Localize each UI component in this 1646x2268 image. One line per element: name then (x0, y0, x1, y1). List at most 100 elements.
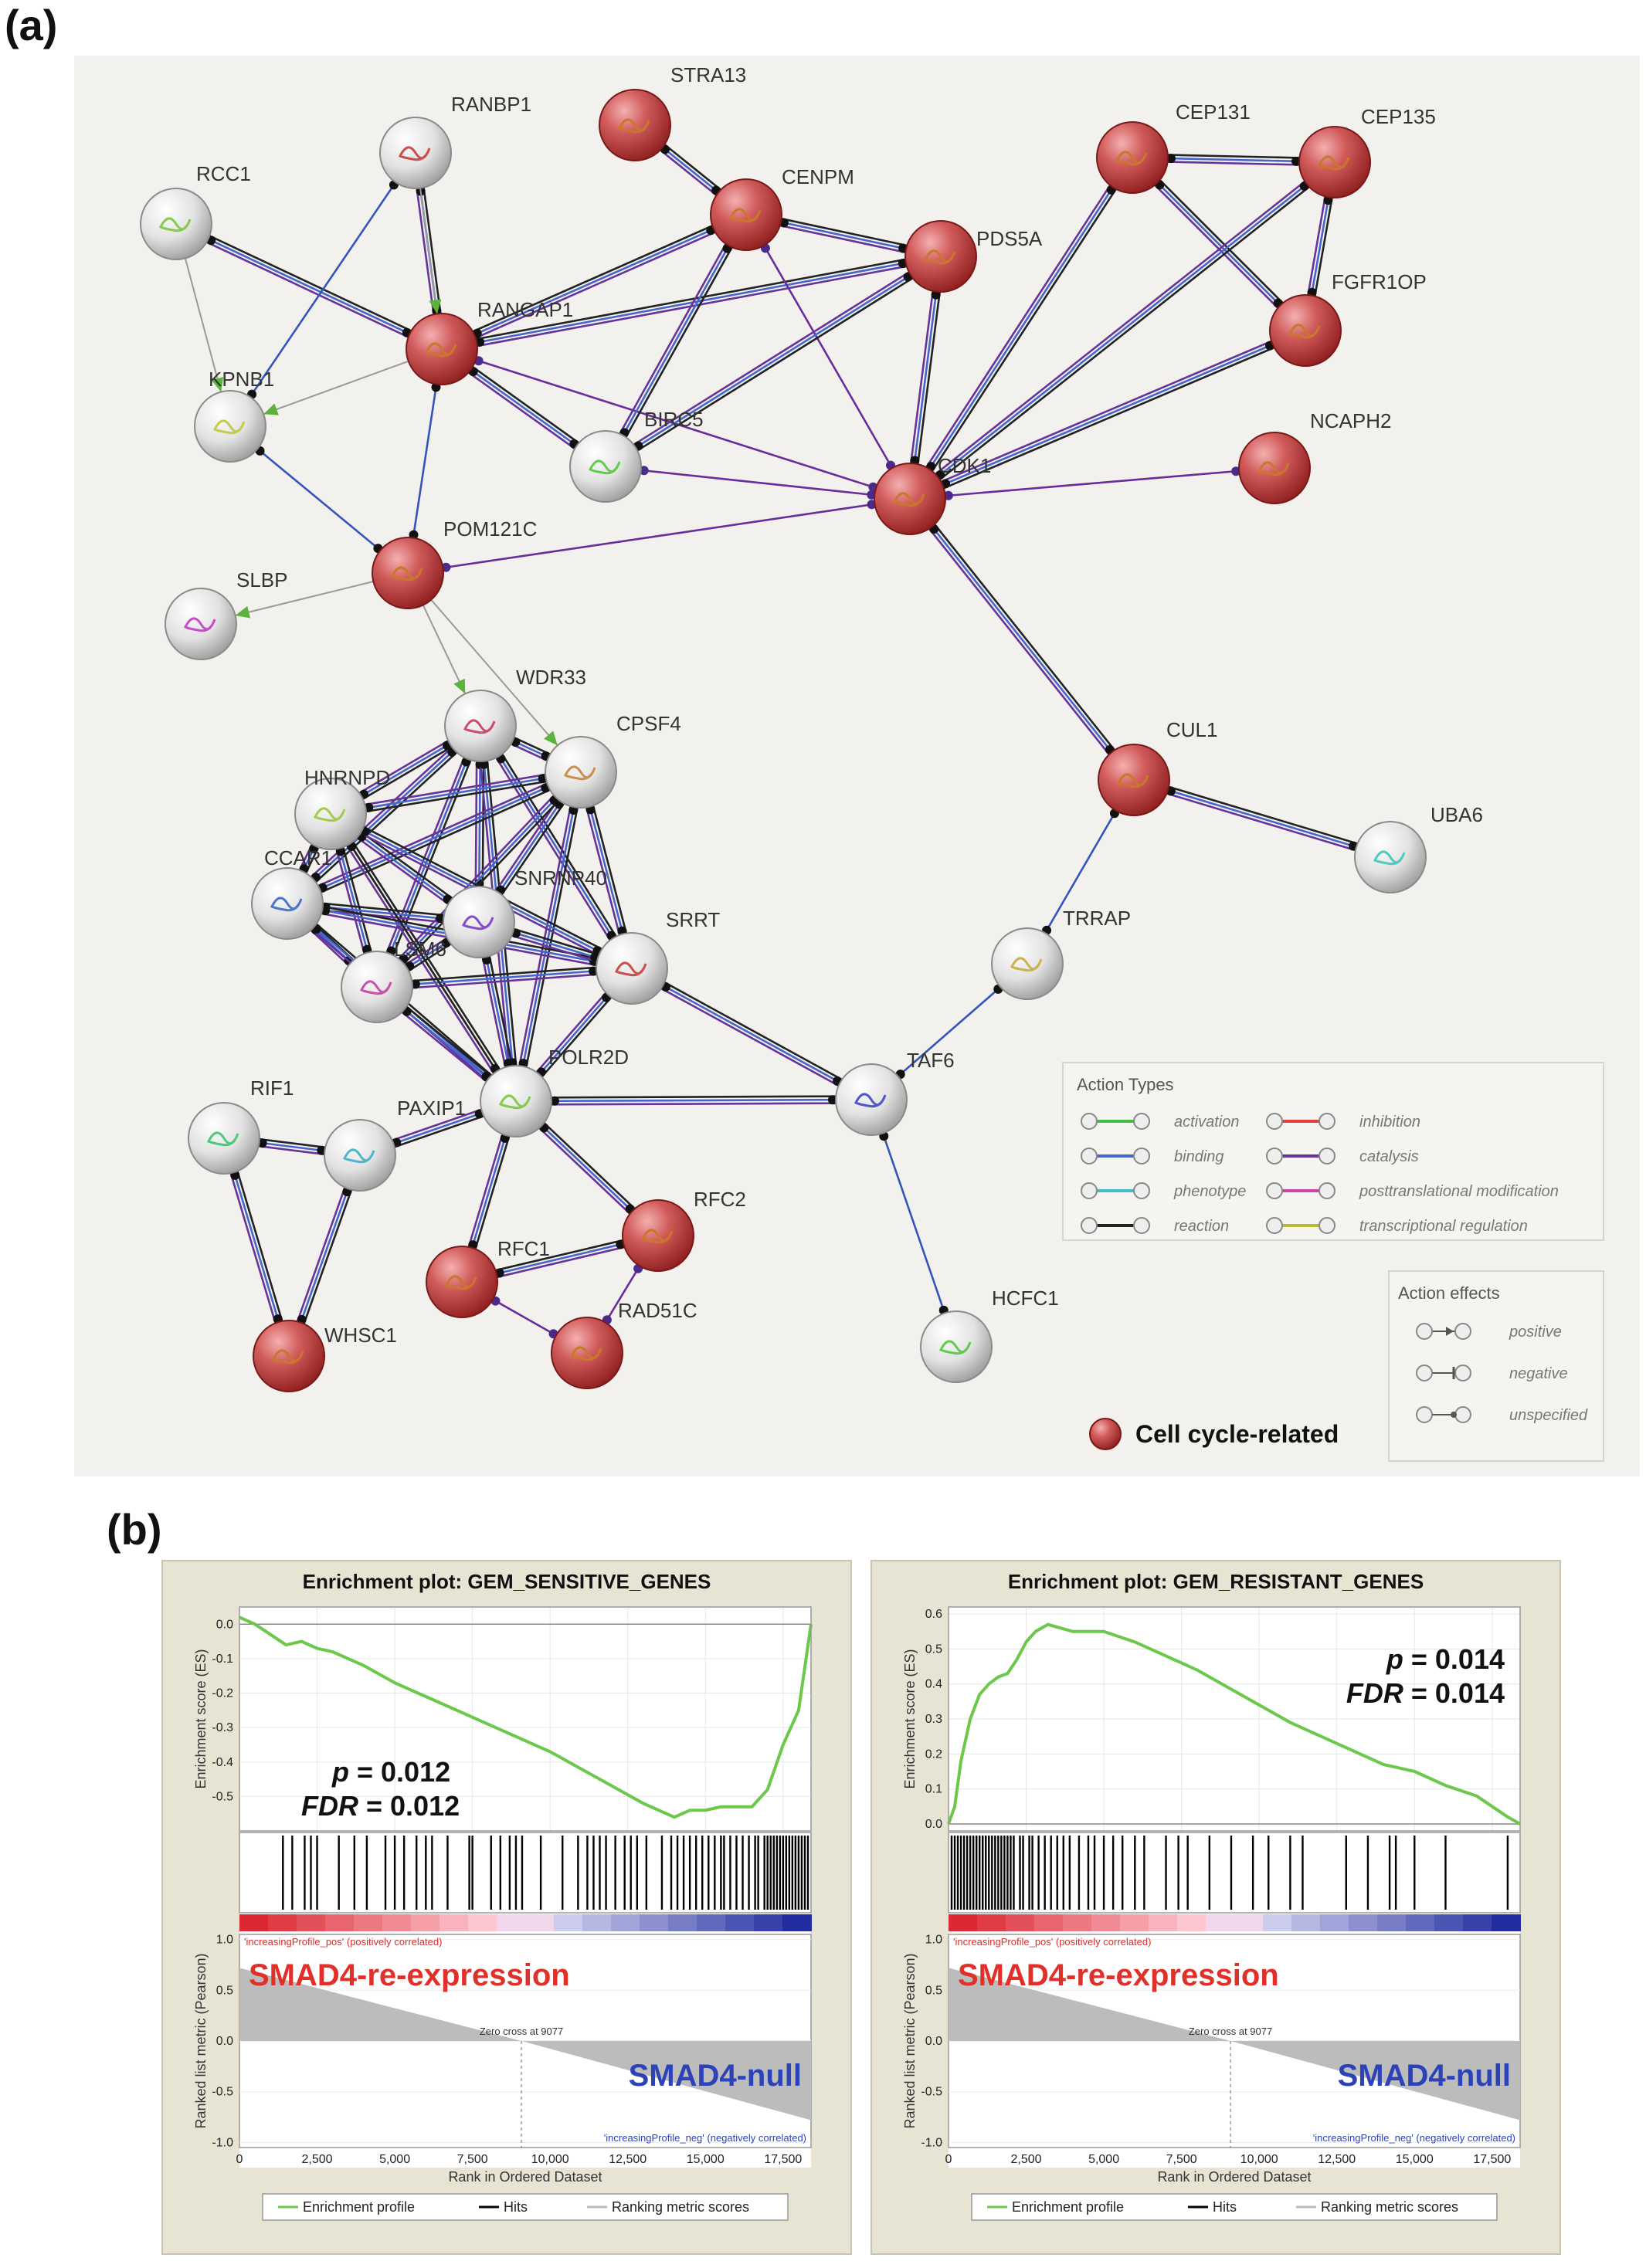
node-label: WDR33 (516, 666, 586, 689)
node-rfc1[interactable]: RFC1 (426, 1237, 550, 1318)
node-paxip1[interactable]: PAXIP1 (324, 1097, 466, 1192)
node-label: CEP135 (1361, 105, 1436, 128)
protein-structure-icon (390, 566, 423, 581)
node-label: RAD51C (618, 1299, 697, 1322)
plot-legend (971, 2193, 1498, 2221)
protein-structure-icon (271, 1349, 304, 1365)
node-label: RANGAP1 (477, 298, 573, 321)
node-srrt[interactable]: SRRT (596, 908, 720, 1005)
node-label: POLR2D (548, 1046, 629, 1069)
node-pds5a[interactable]: PDS5A (904, 220, 1043, 293)
xtick: 15,000 (687, 2153, 725, 2166)
node-cdk1[interactable]: CDK1 (874, 454, 991, 535)
neg-label: 'increasingProfile_neg' (negatively corr… (1313, 2132, 1515, 2144)
protein-structure-icon (569, 1346, 602, 1361)
node-stra13[interactable]: STRA13 (599, 63, 746, 161)
node-label: SRRT (666, 908, 720, 931)
edge-ranbp1-kpnb1 (229, 152, 417, 427)
xtick: 2,500 (1011, 2153, 1042, 2166)
edge-cpsf4-ccar1 (285, 768, 583, 908)
smad4-re-expression-label: SMAD4-re-expression (958, 1958, 1279, 1992)
node-label: STRA13 (670, 63, 746, 86)
node-rcc1[interactable]: RCC1 (140, 162, 251, 260)
node-hcfc1[interactable]: HCFC1 (920, 1287, 1059, 1383)
metric-ytick: -1.0 (921, 2136, 942, 2149)
node-label: KPNB1 (209, 368, 274, 391)
node-cep131[interactable]: CEP131 (1096, 100, 1251, 194)
action-type-inhibition: inhibition (1266, 1113, 1420, 1131)
hits-track (950, 1836, 1509, 1910)
node-cep135[interactable]: CEP135 (1298, 105, 1436, 198)
node-rfc2[interactable]: RFC2 (622, 1188, 746, 1272)
node-birc5[interactable]: BIRC5 (569, 408, 704, 503)
node-cul1[interactable]: CUL1 (1098, 718, 1217, 816)
metric-ytick: -0.5 (921, 2086, 942, 2099)
xtick: 10,000 (1240, 2153, 1278, 2166)
node-slbp[interactable]: SLBP (165, 568, 288, 660)
node-trrap[interactable]: TRRAP (991, 907, 1131, 1000)
edge-lsm6-srrt (376, 964, 633, 992)
xtick: 7,500 (1166, 2153, 1197, 2166)
node-ccar1[interactable]: CCAR1 (251, 846, 332, 940)
node-polr2d[interactable]: POLR2D (480, 1046, 629, 1137)
es-ytick: 0.6 (925, 1608, 942, 1621)
node-fgfr1op[interactable]: FGFR1OP (1269, 270, 1427, 367)
action-type-label: posttranslational modification (1359, 1183, 1559, 1200)
panel-a-label: (a) (5, 1, 58, 49)
xtick: 0 (945, 2153, 952, 2166)
metric-ytick: 0.0 (216, 2035, 233, 2048)
protein-structure-icon (313, 807, 346, 822)
edge-pds5a-cdk1 (905, 256, 945, 500)
node-label: RFC1 (497, 1237, 550, 1260)
node-label: CEP131 (1176, 100, 1251, 124)
node-taf6[interactable]: TAF6 (835, 1049, 955, 1136)
node-label: PAXIP1 (397, 1097, 466, 1120)
xtick: 5,000 (379, 2153, 410, 2166)
protein-structure-icon (342, 1148, 375, 1164)
node-label: NCAPH2 (1310, 409, 1391, 432)
node-label: RFC2 (694, 1188, 746, 1211)
node-label: TAF6 (907, 1049, 955, 1072)
node-uba6[interactable]: UBA6 (1354, 803, 1483, 893)
node-label: UBA6 (1430, 803, 1483, 826)
metric-ytick: -0.5 (212, 2086, 233, 2099)
node-label: CCAR1 (264, 846, 332, 870)
node-pom121c[interactable]: POM121C (372, 517, 537, 609)
node-label: CPSF4 (616, 712, 681, 735)
node-hnrnpd[interactable]: HNRNPD (294, 766, 390, 850)
node-rif1[interactable]: RIF1 (188, 1076, 294, 1175)
node-ranbp1[interactable]: RANBP1 (379, 93, 531, 189)
legend-entry: Ranking metric scores (1321, 2199, 1458, 2215)
node-label: WHSC1 (324, 1324, 397, 1347)
node-ncaph2[interactable]: NCAPH2 (1238, 409, 1391, 504)
node-label: RANBP1 (451, 93, 531, 116)
action-effects-title: Action effects (1398, 1283, 1500, 1303)
node-kpnb1[interactable]: KPNB1 (194, 368, 274, 463)
node-cpsf4[interactable]: CPSF4 (545, 712, 681, 809)
es-ytick: 0.2 (925, 1748, 942, 1761)
action-type-label: activation (1174, 1114, 1240, 1131)
node-label: HNRNPD (304, 766, 390, 789)
node-wdr33[interactable]: WDR33 (444, 666, 586, 762)
xtick: 0 (236, 2153, 243, 2166)
es-ylabel: Enrichment score (ES) (902, 1649, 918, 1788)
es-ytick: -0.4 (212, 1756, 233, 1769)
edge-rangap1-kpnb1 (229, 348, 443, 427)
xtick: 10,000 (531, 2153, 569, 2166)
node-cenpm[interactable]: CENPM (710, 165, 854, 251)
node-whsc1[interactable]: WHSC1 (253, 1320, 397, 1392)
fdr-value: FDR = 0.012 (301, 1790, 460, 1822)
node-rangap1[interactable]: RANGAP1 (406, 298, 573, 385)
protein-structure-icon (444, 1275, 477, 1290)
node-rad51c[interactable]: RAD51C (551, 1299, 697, 1389)
protein-structure-icon (1288, 324, 1321, 339)
hits-track (282, 1836, 809, 1910)
xtick: 15,000 (1396, 2153, 1434, 2166)
node-label: RIF1 (250, 1076, 294, 1100)
node-snrnp40[interactable]: SNRNP40 (443, 866, 607, 958)
node-label: TRRAP (1063, 907, 1131, 930)
node-lsm6[interactable]: LSM6 (341, 937, 446, 1023)
legend-entry: Enrichment profile (303, 2199, 415, 2215)
es-ytick: 0.3 (925, 1713, 942, 1726)
